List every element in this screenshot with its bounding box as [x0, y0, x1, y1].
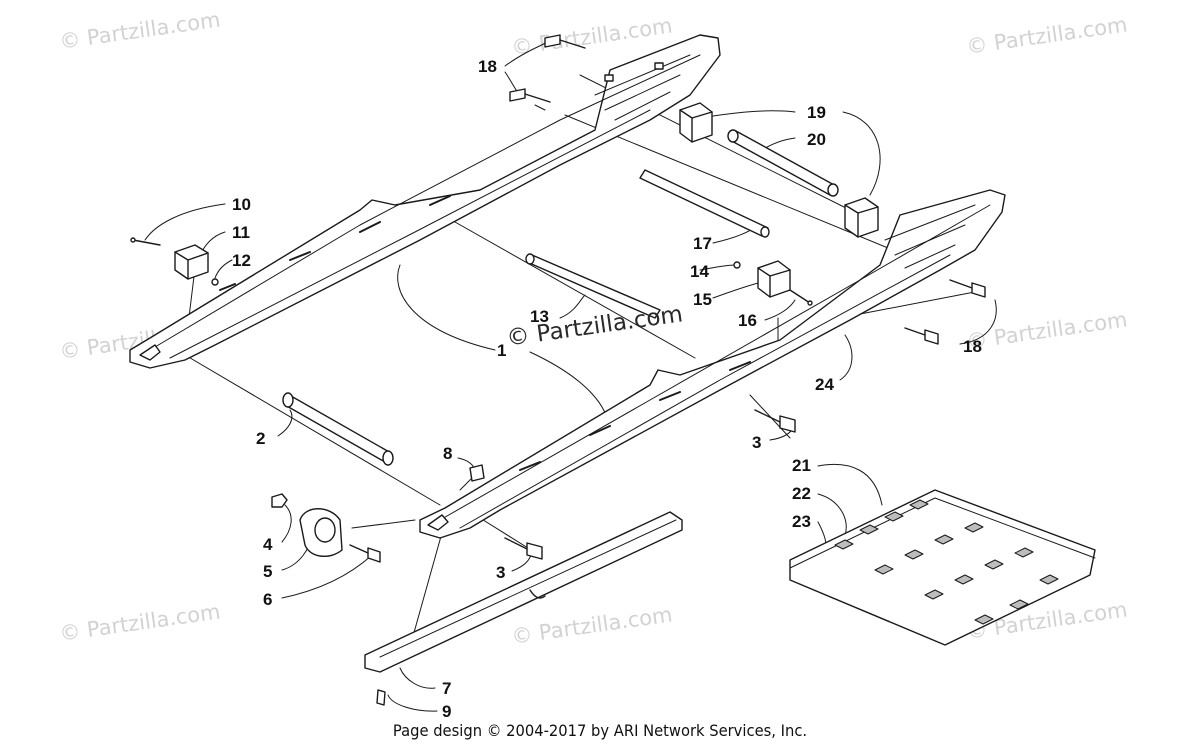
bolt-18-right-a	[949, 279, 986, 298]
bolt-16	[789, 289, 813, 306]
idler-block-19-top	[679, 102, 713, 143]
callout-6: 6	[263, 590, 273, 609]
shaft-17	[639, 169, 770, 238]
callout-14: 14	[690, 262, 709, 281]
callout-19: 19	[807, 103, 826, 122]
callout-18: 18	[963, 337, 982, 356]
block-15	[757, 260, 791, 298]
leader-lines	[144, 41, 997, 712]
callout-10: 10	[232, 195, 251, 214]
screw-9	[376, 689, 386, 706]
callout-18: 18	[478, 57, 497, 76]
footer-copyright: Page design © 2004-2017 by ARI Network S…	[392, 721, 808, 740]
callout-4: 4	[263, 535, 273, 554]
bolt-3-lower	[504, 537, 543, 560]
tunnel-rail-front	[419, 189, 1006, 539]
callout-5: 5	[263, 562, 273, 581]
callout-16: 16	[738, 311, 757, 330]
shaft-2	[282, 392, 394, 466]
callout-2: 2	[256, 429, 266, 448]
shaft-13	[525, 253, 661, 319]
callout-23: 23	[792, 512, 811, 531]
callout-11: 11	[232, 223, 250, 242]
callout-21: 21	[792, 456, 811, 475]
shaft-20	[727, 129, 839, 197]
pin-10	[130, 237, 161, 246]
bolt-3-upper	[754, 409, 796, 433]
callout-22: 22	[792, 484, 811, 503]
callout-17: 17	[693, 234, 712, 253]
bolt-18-mid	[509, 88, 551, 103]
bolt-18-right-b	[904, 327, 939, 345]
callout-8: 8	[443, 444, 453, 463]
callout-15: 15	[693, 290, 712, 309]
block-11	[174, 244, 209, 280]
nut-12	[211, 278, 219, 286]
track-clips-21-23	[789, 489, 1096, 646]
callout-13: 13	[530, 307, 549, 326]
bolt-6	[349, 544, 381, 563]
callout-12: 12	[232, 251, 251, 270]
tunnel-rail-rear	[129, 34, 721, 369]
wear-strip-7	[364, 511, 683, 673]
clip-8	[469, 464, 485, 482]
callout-9: 9	[442, 702, 452, 721]
callout-1: 1	[497, 341, 507, 360]
callout-3: 3	[496, 563, 506, 582]
callout-3: 3	[752, 433, 762, 452]
bolt-18-top	[544, 34, 586, 49]
idler-block-19-bottom	[844, 197, 879, 238]
callout-7: 7	[442, 679, 452, 698]
callout-24: 24	[815, 375, 834, 394]
nut-14	[733, 261, 741, 269]
nut-4	[271, 493, 288, 508]
callout-20: 20	[807, 130, 826, 149]
wheel-5	[299, 508, 343, 557]
